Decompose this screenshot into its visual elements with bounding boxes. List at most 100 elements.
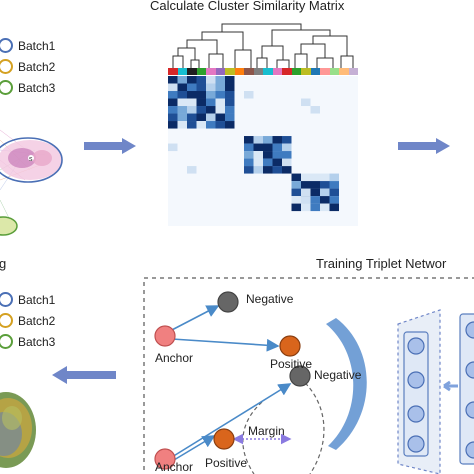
matrix-cell	[320, 203, 330, 212]
cluster-color-swatch	[348, 68, 358, 75]
matrix-cell	[320, 173, 330, 182]
matrix-cell	[168, 106, 178, 114]
matrix-cell	[301, 98, 311, 107]
legend-label: Batch3	[18, 80, 56, 95]
dendrogram-branch	[177, 47, 196, 68]
legend-label: Batch1	[18, 38, 56, 53]
legend-label: Batch3	[18, 334, 56, 349]
legend-item-batch2: Batch2	[0, 59, 55, 74]
dendrogram-branch	[221, 23, 302, 32]
matrix-cell	[206, 91, 216, 99]
matrix-cell	[168, 121, 178, 129]
matrix-cell	[196, 121, 206, 129]
negative-label-top: Negative	[246, 292, 294, 306]
batch2-ring-icon	[0, 59, 13, 74]
dendrogram-branch	[312, 35, 348, 68]
dendrogram-branch	[243, 49, 252, 68]
anchor-label-bottom: Anchor	[155, 460, 194, 474]
negative-node-top	[217, 291, 239, 313]
cluster-color-swatch	[225, 68, 235, 75]
matrix-cell	[196, 106, 206, 114]
matrix-cell	[310, 196, 320, 204]
matrix-cell	[177, 76, 187, 84]
cluster-color-swatch	[291, 68, 301, 75]
positive-node-bottom	[213, 428, 235, 450]
batch1-ring-icon	[0, 292, 13, 307]
matrix-cell	[187, 91, 197, 99]
matrix-cell	[244, 136, 254, 144]
cluster-color-swatch	[215, 68, 225, 75]
dendrogram-branch	[347, 55, 354, 68]
matrix-cell	[282, 151, 292, 159]
anchor-node-bottom	[154, 448, 176, 470]
cluster-color-swatch	[177, 68, 187, 75]
matrix-title: Calculate Cluster Similarity Matrix	[150, 0, 345, 13]
matrix-cell	[320, 188, 330, 197]
panel-frame	[143, 277, 474, 474]
matrix-cell	[291, 203, 301, 212]
triplet-network-panel	[143, 277, 474, 474]
batch2-ring-icon	[0, 313, 13, 328]
network-diagram	[397, 309, 474, 474]
matrix-cell	[329, 173, 339, 182]
cluster-color-swatch	[196, 68, 206, 75]
cluster-color-swatch	[282, 68, 292, 75]
positive-label-top: Positive	[270, 357, 313, 371]
matrix-cell	[225, 113, 235, 122]
matrix-cell	[206, 76, 216, 84]
matrix-cell	[168, 83, 178, 92]
legend-label: Batch1	[18, 292, 56, 307]
matrix-cell	[310, 106, 320, 114]
matrix-cell	[253, 143, 263, 152]
matrix-cell	[196, 83, 206, 92]
integrated-embedding-plot	[0, 392, 36, 468]
legend-item-batch3: Batch3	[0, 334, 55, 349]
margin-boundary-outer	[299, 377, 325, 474]
batch1-ring-icon	[0, 38, 13, 53]
matrix-cell	[215, 113, 225, 122]
anchor-to-negative-arrow	[167, 305, 220, 333]
matrix-cell	[329, 181, 339, 189]
matrix-cell	[244, 91, 254, 99]
cluster-color-swatch	[329, 68, 339, 75]
matrix-cell	[187, 76, 197, 84]
matrix-cell	[282, 158, 292, 167]
matrix-cell	[187, 113, 197, 122]
legend-label: Batch2	[18, 313, 56, 328]
matrix-cell	[263, 166, 273, 174]
matrix-cell	[263, 136, 273, 144]
dendrogram-branch	[261, 45, 284, 68]
cluster-color-swatch	[272, 68, 282, 75]
matrix-cell	[329, 188, 339, 197]
matrix-cell	[272, 143, 282, 152]
dendrogram-branch	[325, 57, 334, 68]
matrix-cell	[206, 121, 216, 129]
matrix-cell	[253, 151, 263, 159]
matrix-cell	[215, 91, 225, 99]
cluster-color-swatch	[320, 68, 330, 75]
dendrogram-branch	[256, 57, 268, 68]
flow-arrow-right-icon	[398, 138, 450, 154]
matrix-cell	[263, 143, 273, 152]
matrix-cell	[329, 203, 339, 212]
matrix-cell	[187, 121, 197, 129]
matrix-cell	[206, 106, 216, 114]
matrix-cell	[310, 181, 320, 189]
matrix-cell	[215, 106, 225, 114]
anchor-to-positive-arrow	[173, 435, 216, 461]
flow-arrow-right-icon	[84, 138, 136, 154]
matrix-cell	[196, 76, 206, 84]
matrix-cell	[329, 196, 339, 204]
margin-boundary-inner	[242, 401, 263, 474]
matrix-cell	[320, 196, 330, 204]
matrix-cell	[215, 76, 225, 84]
matrix-cell	[187, 106, 197, 114]
matrix-cell	[196, 98, 206, 107]
matrix-cell	[282, 136, 292, 144]
cluster-color-swatch	[244, 68, 254, 75]
matrix-cell	[206, 113, 216, 122]
matrix-cell	[177, 83, 187, 92]
matrix-cell	[310, 203, 320, 212]
matrix-cell	[310, 188, 320, 197]
negative-label-bottom: Negative	[314, 368, 362, 382]
